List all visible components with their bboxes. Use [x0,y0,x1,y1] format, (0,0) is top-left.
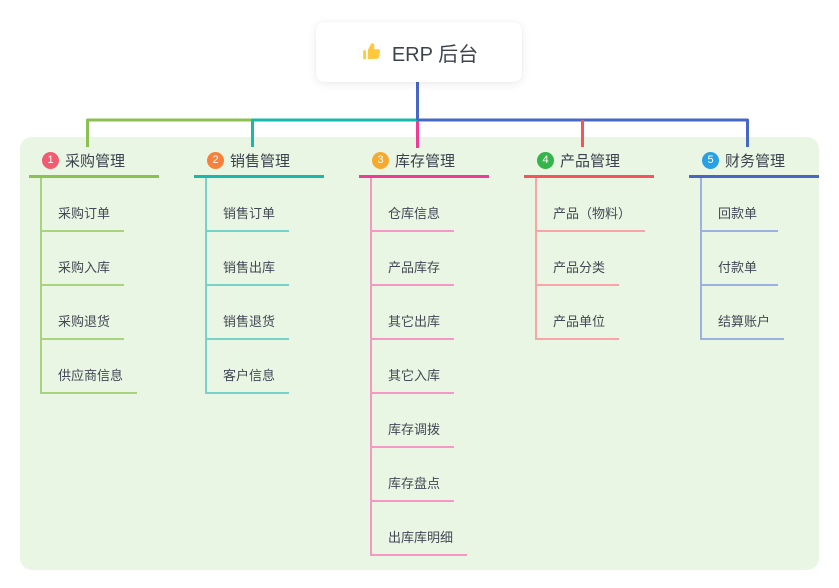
child-node[interactable]: 库存调拨 [372,394,455,448]
child-node[interactable]: 采购订单 [42,178,125,232]
branch-children: 产品（物料）产品分类产品单位 [535,178,684,340]
child-node[interactable]: 产品分类 [537,232,620,286]
child-node[interactable]: 产品（物料） [537,178,646,232]
child-node[interactable]: 销售出库 [207,232,290,286]
branch-header[interactable]: 3 库存管理 [359,145,489,178]
branch-header[interactable]: 2 销售管理 [194,145,324,178]
child-node[interactable]: 采购入库 [42,232,125,286]
branch-label: 产品管理 [560,152,621,170]
branch-number-badge: 3 [372,151,389,169]
branch-label: 采购管理 [65,152,126,170]
child-node[interactable]: 回款单 [702,178,778,232]
branch-number-badge: 1 [42,151,59,169]
branch-header[interactable]: 4 产品管理 [524,145,654,178]
thumbs-up-icon [360,41,382,63]
child-node[interactable]: 供应商信息 [42,340,138,394]
branch-label: 销售管理 [230,152,291,170]
branch-label: 库存管理 [395,152,456,170]
branch-children: 仓库信息产品库存其它出库其它入库库存调拨库存盘点出库库明细 [370,178,519,556]
branch-number-badge: 4 [537,151,554,169]
child-node[interactable]: 付款单 [702,232,778,286]
child-node[interactable]: 库存盘点 [372,448,455,502]
child-node[interactable]: 仓库信息 [372,178,455,232]
child-node[interactable]: 产品库存 [372,232,455,286]
child-node[interactable]: 产品单位 [537,286,620,340]
child-node[interactable]: 销售订单 [207,178,290,232]
child-node[interactable]: 其它入库 [372,340,455,394]
root-node[interactable]: ERP 后台 [316,22,522,82]
branch-header[interactable]: 5 财务管理 [689,145,819,178]
branch-column: 5 财务管理回款单付款单结算账户 [689,145,839,340]
branch-number-badge: 2 [207,151,224,169]
branch-children: 采购订单采购入库采购退货供应商信息 [40,178,189,394]
branch-label: 财务管理 [725,152,786,170]
child-node[interactable]: 客户信息 [207,340,290,394]
branch-column: 2 销售管理销售订单销售出库销售退货客户信息 [194,145,354,394]
branch-header[interactable]: 1 采购管理 [29,145,159,178]
branch-column: 1 采购管理采购订单采购入库采购退货供应商信息 [29,145,189,394]
child-node[interactable]: 出库库明细 [372,502,468,556]
root-label: ERP 后台 [391,43,479,66]
branch-children: 回款单付款单结算账户 [700,178,839,340]
branch-number-badge: 5 [702,151,719,169]
branch-children: 销售订单销售出库销售退货客户信息 [205,178,354,394]
branches-panel [20,137,819,570]
child-node[interactable]: 销售退货 [207,286,290,340]
branch-column: 3 库存管理仓库信息产品库存其它出库其它入库库存调拨库存盘点出库库明细 [359,145,519,556]
child-node[interactable]: 采购退货 [42,286,125,340]
branch-column: 4 产品管理产品（物料）产品分类产品单位 [524,145,684,340]
child-node[interactable]: 结算账户 [702,286,785,340]
child-node[interactable]: 其它出库 [372,286,455,340]
